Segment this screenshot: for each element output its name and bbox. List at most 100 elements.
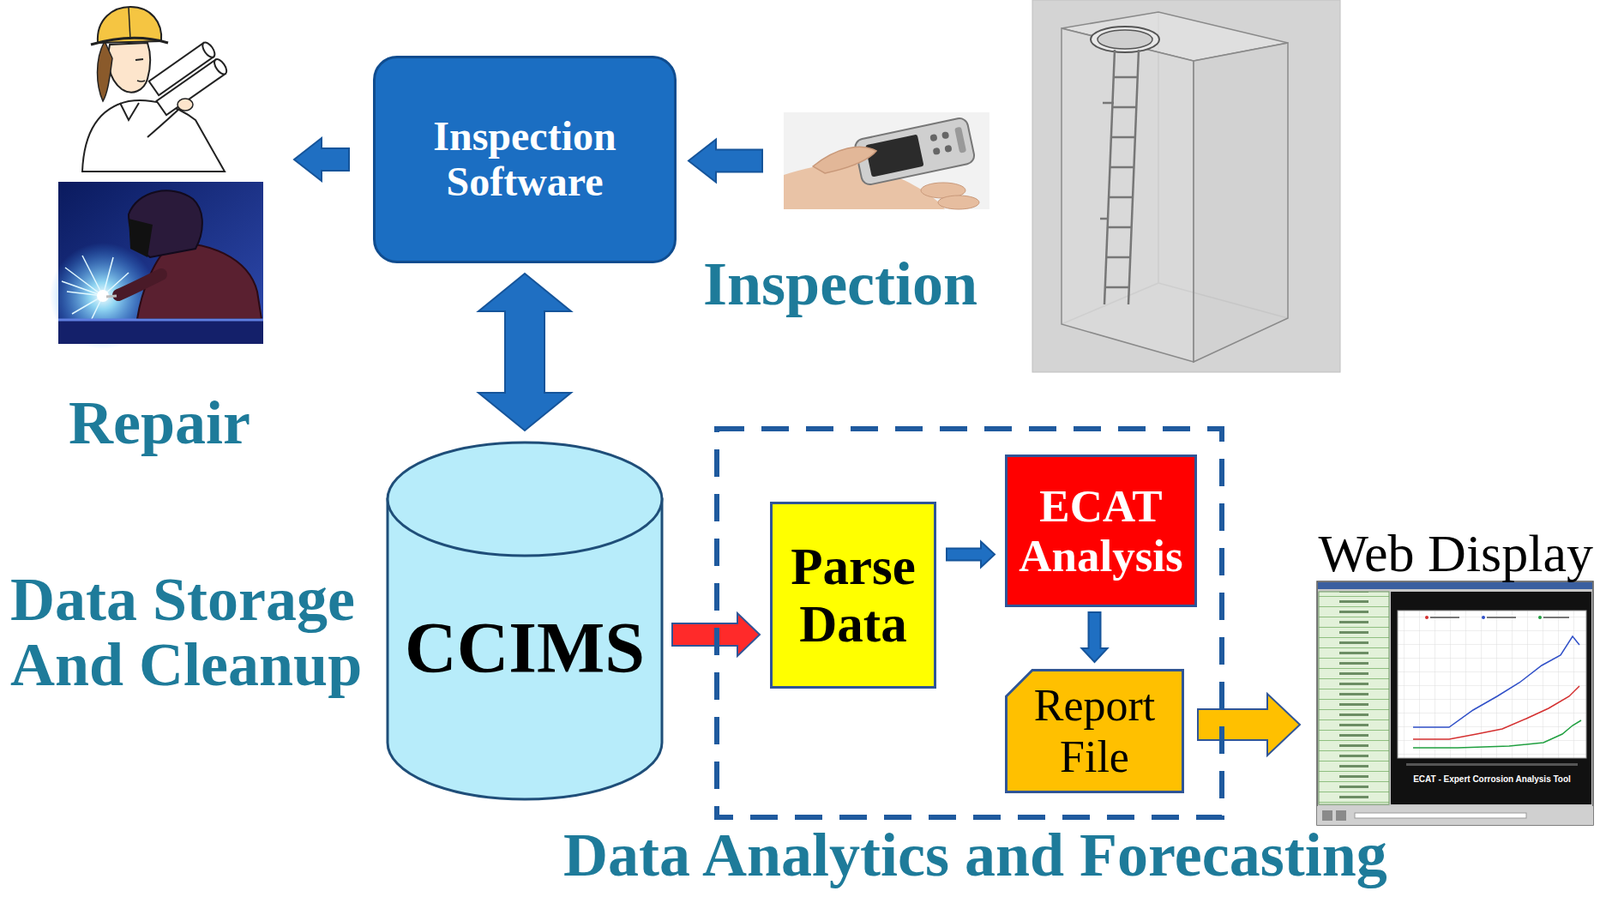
- welder-picture: [58, 318, 264, 344]
- web-screenshot: [1413, 720, 1582, 748]
- node-text: Report File: [1015, 679, 1174, 783]
- tank-drawing: [1032, 0, 1341, 373]
- engineer-clipart: [137, 80, 145, 82]
- welder-picture: [65, 267, 103, 296]
- web-screenshot: [1397, 610, 1587, 758]
- tank-drawing: [1032, 0, 1341, 373]
- handheld-device-photo: [941, 131, 950, 139]
- engineer-clipart: [177, 98, 193, 111]
- engineer-clipart: [144, 40, 229, 115]
- web-screenshot: [1317, 806, 1594, 825]
- engineer-clipart: [147, 104, 184, 138]
- handheld-device-photo: [938, 195, 980, 210]
- welder-picture: [106, 295, 117, 297]
- handheld-device-photo: [929, 133, 938, 142]
- handheld-device-photo: [865, 134, 925, 178]
- tank-drawing: [1061, 28, 1194, 362]
- tank-drawing: [1097, 30, 1153, 49]
- welder-picture: [61, 281, 103, 296]
- tank-drawing: [1090, 26, 1160, 53]
- web-screenshot: [1322, 810, 1333, 821]
- welder-picture: [58, 318, 264, 322]
- engineer-clipart: [128, 7, 131, 40]
- engineer-clipart: [82, 6, 229, 172]
- web-screenshot: [1430, 616, 1460, 619]
- document-outline: [1006, 670, 1184, 793]
- block-arrow: [478, 273, 572, 431]
- tank-drawing: [1128, 49, 1139, 305]
- tank-drawing: [1102, 102, 1114, 105]
- web-screenshot: [1335, 810, 1347, 821]
- node-text: CCIMS: [404, 612, 645, 685]
- block-arrow: [688, 139, 763, 183]
- tank-drawing: [1107, 226, 1132, 229]
- web-screenshot: [1481, 615, 1486, 620]
- tank-drawing: [1112, 106, 1137, 109]
- block-arrow: [294, 138, 349, 181]
- stage-heading: Inspection: [703, 252, 978, 315]
- process-box: Inspection Software: [372, 55, 677, 264]
- web-screenshot: [1317, 581, 1594, 825]
- node-text: Parse Data: [782, 537, 924, 653]
- web-screenshot: [1397, 610, 1587, 758]
- tank-drawing: [1113, 76, 1138, 79]
- tank-drawing: [1100, 217, 1109, 221]
- handheld-device-photo: [954, 126, 967, 154]
- web-screenshot: [1317, 582, 1593, 590]
- block-arrow: [1082, 612, 1108, 662]
- handheld-device-photo: [944, 144, 952, 153]
- handheld-device-photo: [812, 146, 877, 174]
- node-text: Inspection Software: [392, 114, 657, 205]
- block-arrow: [1197, 693, 1300, 756]
- web-screenshot: [1538, 615, 1542, 620]
- web-screenshot: [1486, 616, 1516, 619]
- web-screenshot: [1543, 616, 1570, 619]
- stage-heading: Web Display: [1318, 526, 1594, 580]
- welder-picture: [49, 181, 264, 349]
- web-screenshot: [1354, 812, 1527, 819]
- engineer-clipart: [97, 41, 114, 102]
- engineer-clipart: [200, 40, 218, 60]
- stage-heading: Repair: [68, 391, 251, 454]
- tank-drawing: [1105, 286, 1130, 289]
- handheld-device-photo: [783, 112, 990, 210]
- handheld-device-photo: [932, 147, 940, 156]
- welder-picture: [128, 190, 203, 258]
- web-screenshot: [1425, 615, 1429, 620]
- welder-picture: [118, 274, 162, 295]
- engineer-clipart: [90, 37, 169, 45]
- process-box: ECAT Analysis: [1004, 454, 1197, 608]
- stage-label: Data Storage And Cleanup: [10, 567, 381, 698]
- web-screenshot: [1406, 763, 1578, 766]
- document-shape: Report File: [1004, 668, 1185, 794]
- block-arrow: [946, 541, 995, 568]
- tank-drawing: [1111, 136, 1136, 139]
- web-screenshot: [1390, 591, 1592, 805]
- web-screenshot: [1318, 591, 1390, 805]
- cylinder-top: [387, 442, 662, 556]
- node-text: ECAT Analysis: [1016, 481, 1186, 582]
- engineer-clipart: [120, 102, 139, 121]
- process-box: Parse Data: [769, 501, 937, 689]
- engineer-clipart: [135, 59, 144, 61]
- screen-caption: ECAT - Expert Corrosion Analysis Tool: [1399, 774, 1585, 785]
- engineer-clipart: [211, 57, 229, 77]
- tank-drawing: [1100, 49, 1139, 305]
- engineer-clipart: [156, 60, 226, 116]
- engineer-clipart: [82, 100, 225, 172]
- engineer-clipart: [108, 42, 151, 93]
- handheld-device-photo: [783, 112, 990, 210]
- web-screenshot: [1413, 636, 1580, 728]
- tank-drawing: [1106, 256, 1131, 259]
- database-cylinder: CCIMS: [385, 440, 664, 801]
- welder-picture: [128, 218, 153, 258]
- web-screenshot: [1317, 581, 1594, 825]
- group-region: Data Analytics and ForecastingParse Data…: [714, 426, 1225, 820]
- web-display-panel: Web Display: [1317, 581, 1594, 825]
- tank-drawing: [1104, 49, 1115, 305]
- repair-pictures: Repair: [51, 4, 271, 348]
- inspection-picture: Inspection: [775, 107, 995, 215]
- stage-heading: Data Analytics and Forecasting: [563, 824, 1388, 886]
- tank-drawing: [1110, 166, 1135, 169]
